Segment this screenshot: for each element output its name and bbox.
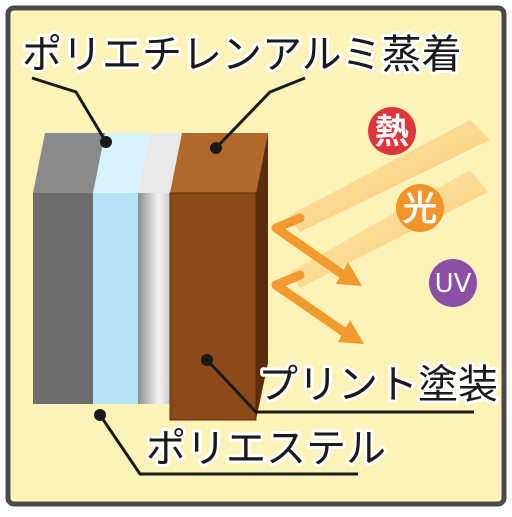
leader-aluminum <box>214 76 306 150</box>
label-polyethylene: ポリエチレン <box>22 32 262 78</box>
reflected-arrow-upper-head <box>336 262 362 286</box>
label-polyester: ポリエステル <box>146 426 386 472</box>
label-aluminum: アルミ蒸着 <box>262 32 462 78</box>
leader-polyethylene <box>31 76 108 143</box>
badge-uv-label: UV <box>435 269 472 299</box>
layer-print-coating-top <box>170 133 268 193</box>
leader-aluminum-dot <box>210 142 222 154</box>
leader-polyester-dot <box>94 409 106 421</box>
badge-heat: 熱 <box>368 107 416 155</box>
label-print-coating: プリント塗装 <box>258 362 498 408</box>
leader-polyester <box>98 414 358 476</box>
badge-heat-circle <box>368 107 416 155</box>
leader-print-coating-dot <box>201 354 213 366</box>
reflected-arrow-lower-head <box>338 320 364 344</box>
leader-polyethylene-dot <box>100 136 112 148</box>
badge-uv-circle <box>429 259 477 307</box>
layer-print-coating-front <box>169 192 257 421</box>
badge-light-label: 光 <box>403 189 437 229</box>
layer-print-coating-side <box>256 133 268 420</box>
leader-lines <box>31 76 474 476</box>
layer-print-coating <box>169 133 268 421</box>
reflected-arrow-upper <box>271 213 347 279</box>
badge-light: 光 <box>396 184 444 232</box>
ray-upper <box>288 120 490 232</box>
badge-heat-label: 熱 <box>375 112 409 152</box>
reflected-arrows <box>271 213 364 344</box>
badge-uv: UV <box>429 259 477 307</box>
badge-light-circle <box>396 184 444 232</box>
leader-print-coating <box>205 358 474 414</box>
reflected-arrow-lower <box>271 270 349 337</box>
